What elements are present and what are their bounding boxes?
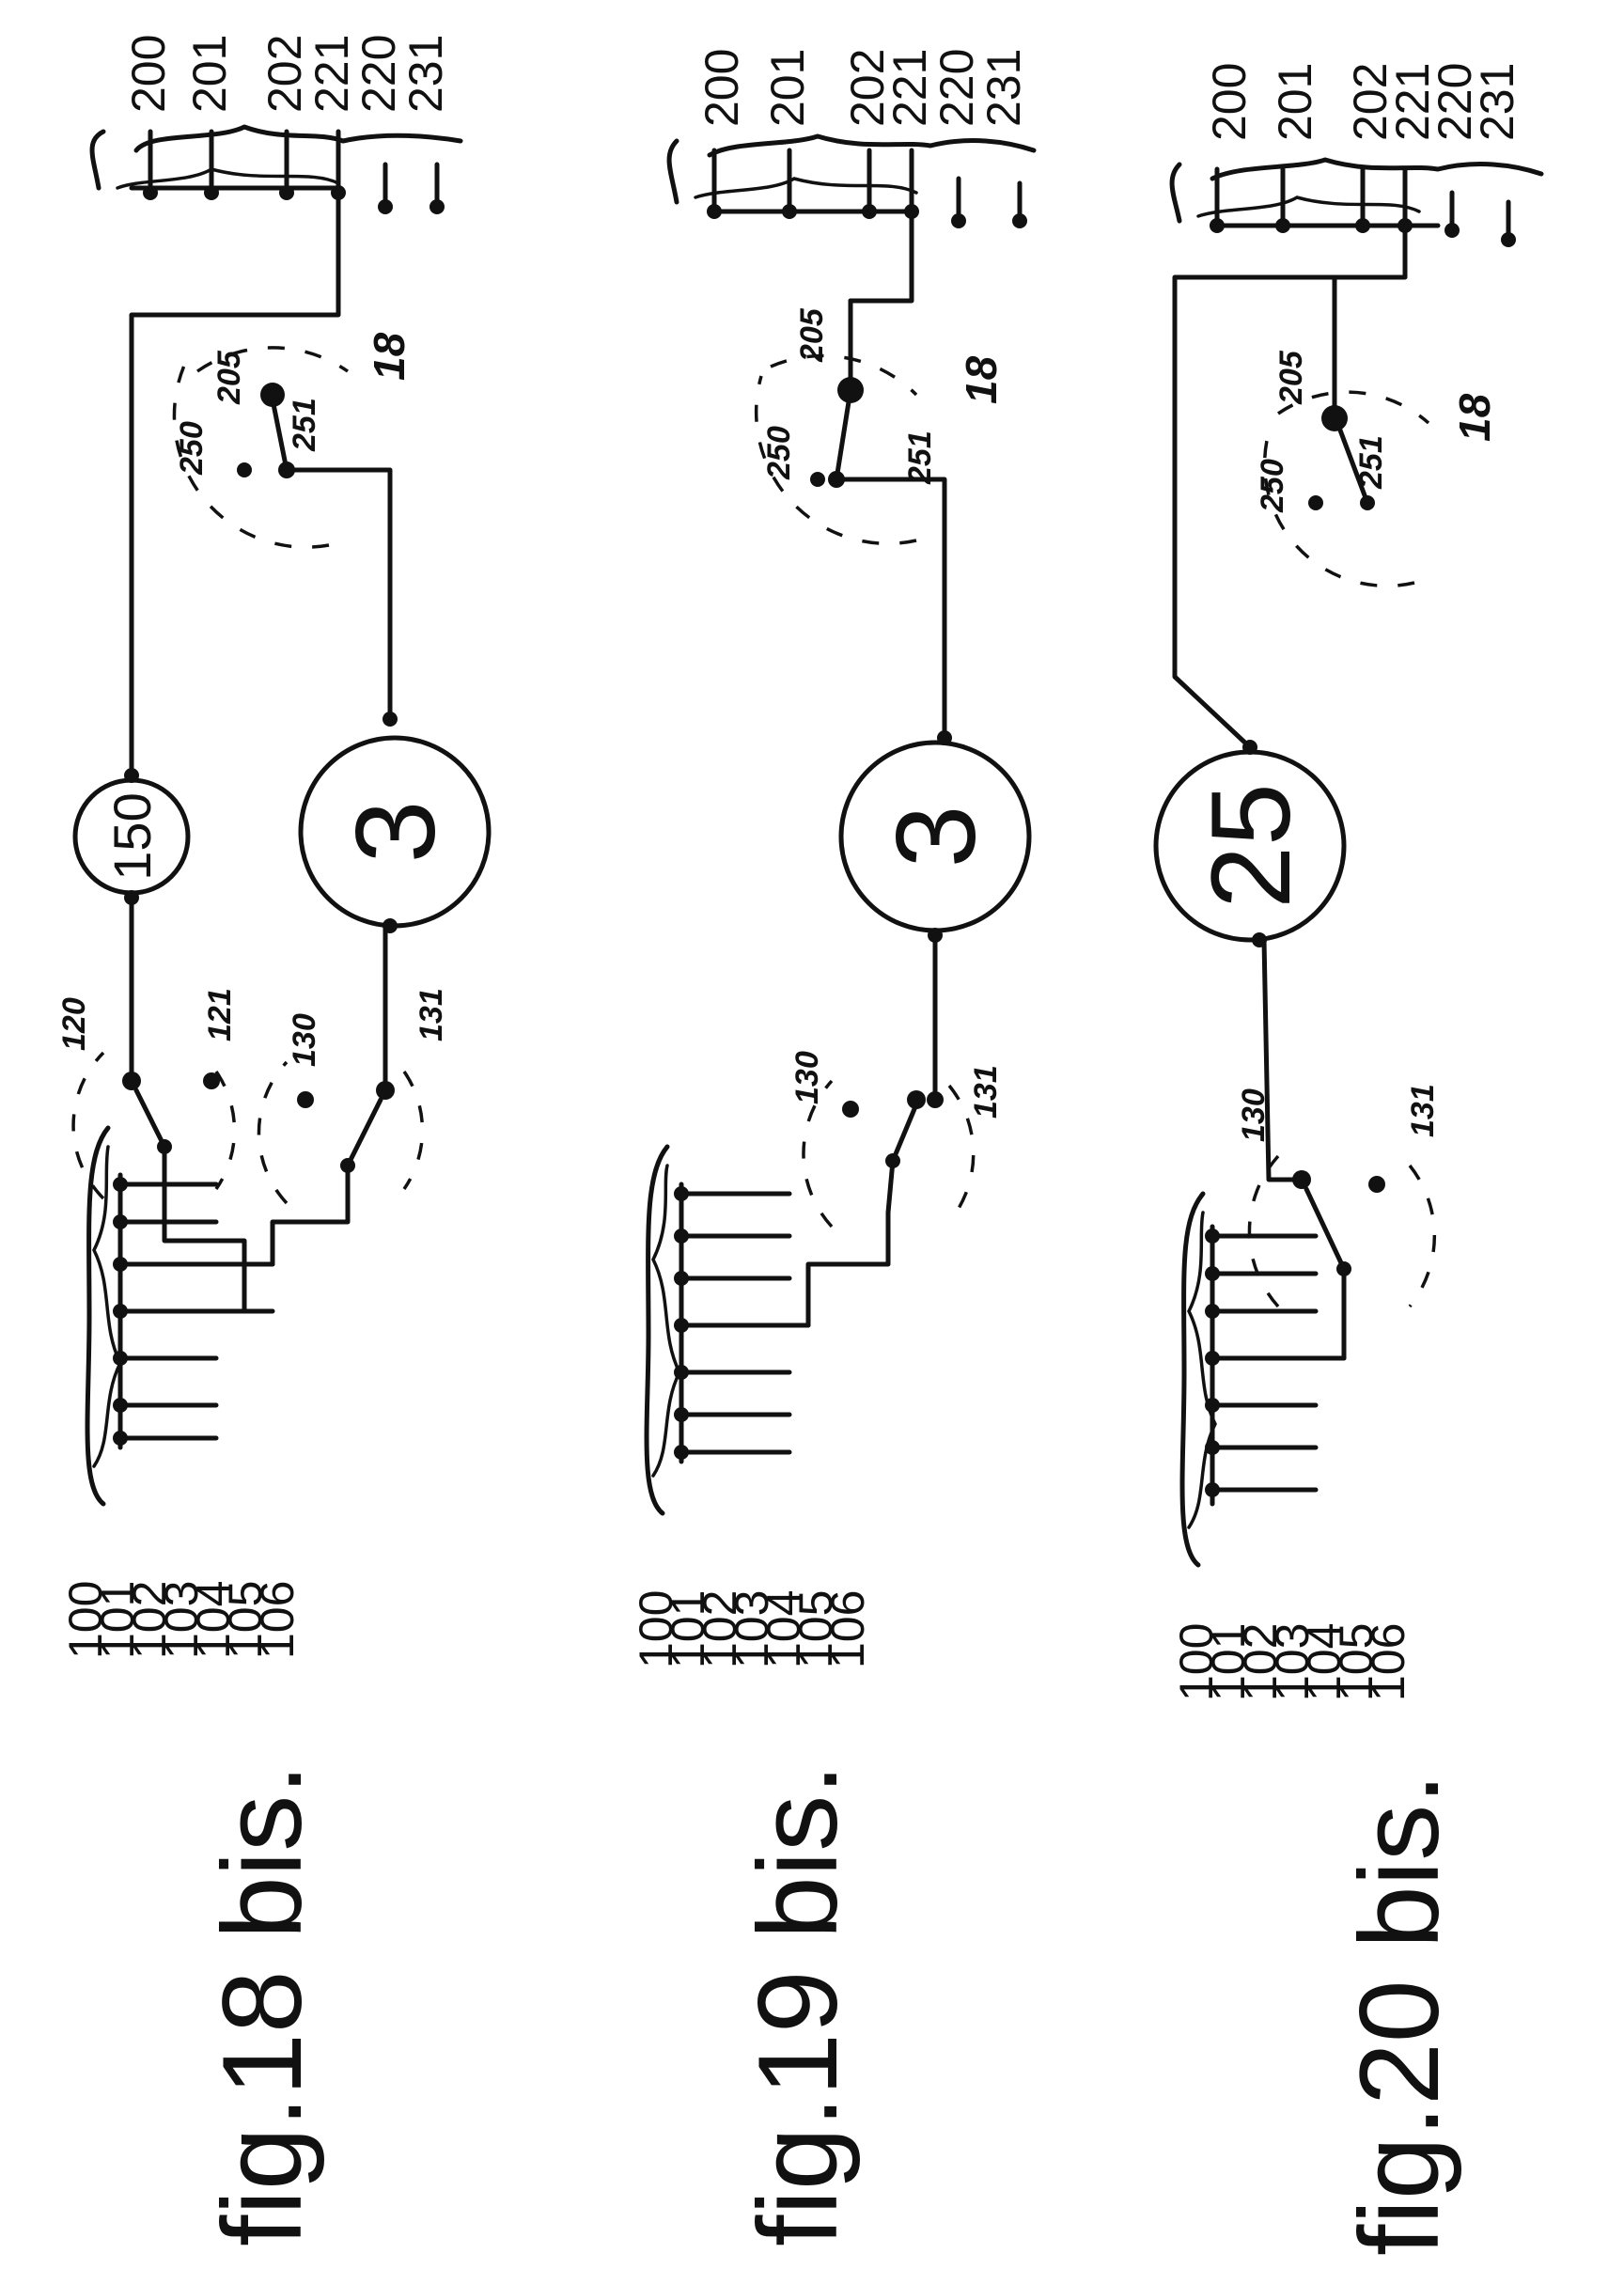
component-3: 3: [841, 730, 1029, 943]
selector-contact-ref: 205: [1273, 350, 1309, 405]
selector-ref: 18: [957, 355, 1006, 404]
selector-contact-ref: 250: [1255, 459, 1290, 513]
pin-label: 201: [183, 35, 236, 113]
pin-label: 200: [1203, 63, 1256, 141]
component-150: 150: [75, 768, 188, 905]
switch-ref: 120: [56, 997, 92, 1051]
selector-18: 250 205 251 18: [174, 332, 414, 547]
left-connector: 100 101 102 103 104 105 106: [630, 1147, 874, 1668]
selector-contact-ref: 205: [211, 350, 247, 405]
right-connector: 200 201 202 221 220 231: [1172, 63, 1541, 247]
pin-label: 201: [761, 49, 814, 127]
left-connector: 100 101 102 103 104 105 106: [1170, 1194, 1414, 1701]
pin-label: 220: [352, 35, 405, 113]
figure-19: fig.19 bis. 100 101 102 103 104 105 106: [630, 49, 1034, 2246]
component-3: 3: [301, 712, 489, 933]
component-label: 3: [333, 801, 459, 864]
pin-label: 231: [1471, 63, 1523, 141]
component-label: 3: [873, 806, 999, 868]
pin-label: 201: [1269, 63, 1321, 141]
pin-label: 221: [883, 49, 936, 127]
figure-caption: fig.19 bis.: [735, 1763, 861, 2246]
selector-contact-ref: 251: [902, 430, 938, 485]
pin-label: 220: [930, 49, 983, 127]
selector-18: 250 205 251 18: [1255, 277, 1499, 586]
right-connector: 200 201 202 221 220 231: [669, 49, 1034, 228]
selector-contact-ref: 251: [1353, 435, 1389, 490]
switch-130: 130 131: [258, 988, 449, 1203]
switch-contact-ref: 121: [202, 988, 238, 1041]
component-label: 150: [102, 792, 162, 880]
selector-contact-ref: 251: [287, 398, 322, 452]
figure-18: fig.18 bis. 100 101 102 103 104 105 106: [56, 35, 489, 2246]
switch-contact-ref: 131: [414, 988, 449, 1041]
selector-ref: 18: [365, 332, 414, 381]
pin-label: 106: [1362, 1623, 1414, 1701]
selector-18: 250 205 251 18: [757, 211, 1006, 543]
component-label: 25: [1188, 783, 1314, 908]
switch-120: 120 121: [56, 988, 238, 1198]
pin-label: 202: [258, 35, 311, 113]
selector-contact-ref: 205: [794, 307, 830, 363]
selector-ref: 18: [1450, 393, 1499, 442]
pin-label: 221: [305, 35, 358, 113]
pin-label: 200: [695, 49, 748, 127]
left-connector: 100 101 102 103 104 105 106: [59, 1128, 304, 1659]
switch-130: 130 131: [789, 1051, 1004, 1227]
selector-contact-ref: 250: [174, 421, 210, 476]
pin-label: 106: [251, 1581, 304, 1659]
pin-label: 231: [399, 35, 452, 113]
component-25: 25: [1156, 740, 1344, 947]
switch-contact-ref: 131: [1405, 1084, 1441, 1137]
pin-label: 106: [821, 1590, 874, 1668]
switch-ref: 130: [287, 1013, 322, 1067]
switch-contact-ref: 131: [968, 1065, 1004, 1119]
figure-caption: fig.20 bis.: [1336, 1773, 1462, 2256]
right-connector: 200 201 202 221 220 231: [92, 35, 461, 214]
switch-ref: 130: [789, 1051, 825, 1104]
selector-contact-ref: 250: [761, 426, 797, 480]
pin-label: 231: [977, 49, 1030, 127]
figure-caption: fig.18 bis.: [199, 1763, 325, 2246]
figure-20: fig.20 bis. 100 101 102 103 104 105 106: [1156, 63, 1541, 2256]
pin-label: 200: [122, 35, 175, 113]
